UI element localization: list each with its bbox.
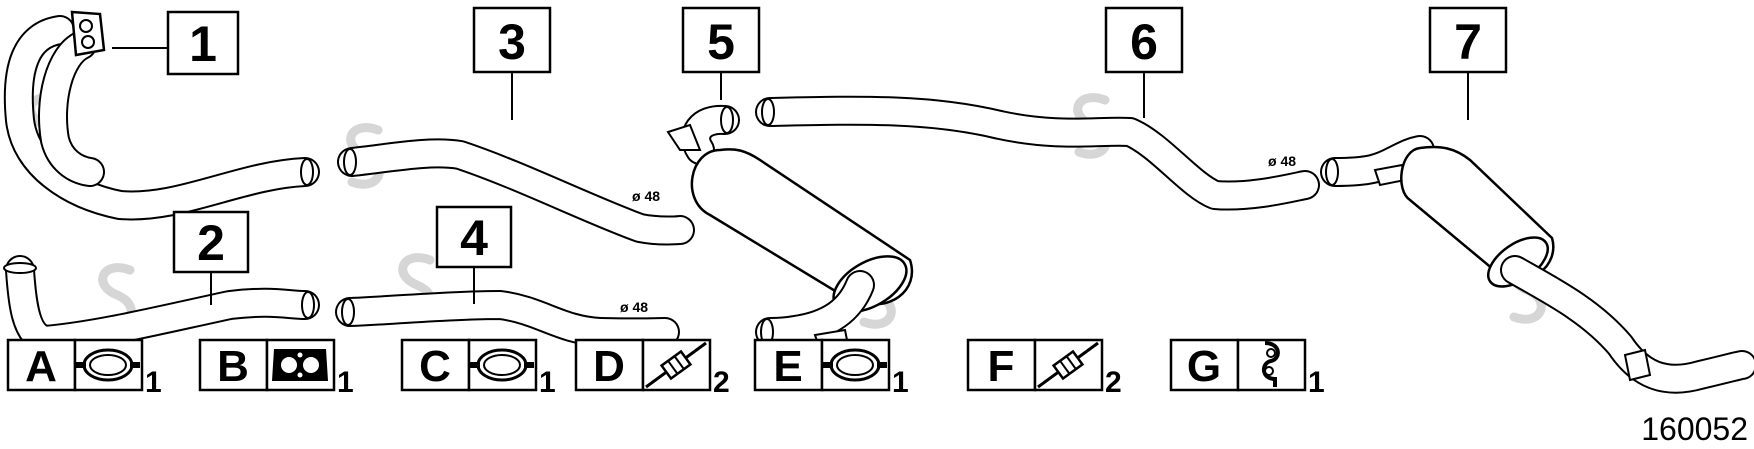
part-5-front-silencer [666, 72, 914, 352]
part-7-rear-silencer [1320, 72, 1754, 394]
part-4-pipe [335, 267, 680, 348]
callout-3: 3 [472, 6, 552, 74]
callout-number: 1 [189, 16, 217, 72]
hardware-icon-box [467, 338, 538, 392]
callout-number: 2 [197, 215, 225, 271]
callout-4: 4 [435, 205, 513, 269]
hardware-qty: 2 [1105, 366, 1122, 399]
rubber-mount-icon [1037, 341, 1099, 389]
callout-7: 7 [1428, 6, 1508, 74]
hardware-qty: 1 [145, 366, 162, 399]
clamp-icon [823, 348, 887, 382]
hardware-qty: 1 [539, 366, 556, 399]
callout-number: 3 [498, 14, 526, 70]
hardware-letter-box [966, 338, 1037, 392]
part-2-intermediate-pipe [3, 255, 320, 355]
hardware-letter: F [988, 342, 1015, 391]
figure-reference-number: 160052 [1641, 411, 1748, 447]
hardware-letter: E [773, 342, 802, 391]
part-1-front-pipe [3, 10, 320, 221]
hardware-letter: D [593, 342, 625, 391]
part-6-middle-pipe [755, 72, 1320, 211]
callout-number: 6 [1130, 14, 1158, 70]
hardware-qty: 1 [892, 366, 909, 399]
clamp-icon [76, 348, 140, 382]
part-3-pipe [337, 72, 695, 246]
hardware-qty: 1 [1308, 366, 1325, 399]
diameter-label-part-3: ø 48 [632, 188, 660, 204]
hanger-clip-icon [1262, 341, 1280, 387]
hardware-letter: B [217, 342, 249, 391]
hardware-icon-box [1236, 338, 1307, 392]
hardware-letter: A [25, 342, 57, 391]
diameter-label-part-4: ø 48 [620, 299, 648, 315]
callout-2: 2 [172, 210, 250, 274]
callout-number: 5 [707, 14, 735, 70]
callout-6: 6 [1104, 6, 1184, 74]
hardware-letter: C [419, 342, 451, 391]
callout-1: 1 [166, 10, 240, 76]
hardware-qty: 2 [713, 366, 730, 399]
callout-number: 4 [460, 210, 488, 266]
hardware-letter-box [6, 338, 77, 392]
callout-number: 7 [1454, 14, 1482, 70]
hardware-letter-box [1169, 338, 1240, 392]
hardware-qty: 1 [337, 366, 354, 399]
diameter-label-part-6: ø 48 [1268, 153, 1296, 169]
callout-5: 5 [681, 6, 761, 74]
hardware-letter: G [1187, 342, 1221, 391]
rubber-mount-icon [645, 341, 707, 389]
hardware-letter-box [753, 338, 824, 392]
gasket-icon [272, 349, 328, 381]
clamp-icon [470, 348, 534, 382]
